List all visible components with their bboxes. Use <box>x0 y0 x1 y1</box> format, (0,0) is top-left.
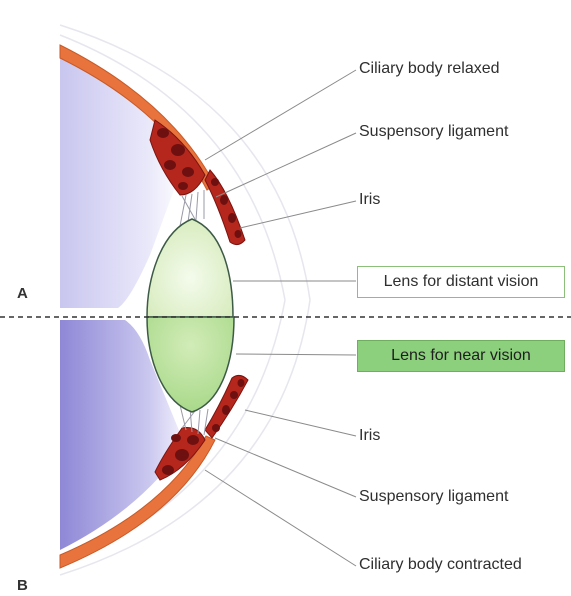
label-iris-bottom: Iris <box>359 427 380 445</box>
label-lens-distant-vision: Lens for distant vision <box>357 266 565 298</box>
panel-label-a: A <box>17 285 28 302</box>
label-suspensory-ligament-top: Suspensory ligament <box>359 123 508 141</box>
lens-distant <box>147 219 233 317</box>
label-lens-near-vision: Lens for near vision <box>357 340 565 372</box>
label-ciliary-body-contracted: Ciliary body contracted <box>359 556 522 574</box>
label-iris-top: Iris <box>359 191 380 209</box>
label-suspensory-ligament-bottom: Suspensory ligament <box>359 488 508 506</box>
panel-label-b: B <box>17 577 28 594</box>
label-ciliary-body-relaxed: Ciliary body relaxed <box>359 60 500 78</box>
